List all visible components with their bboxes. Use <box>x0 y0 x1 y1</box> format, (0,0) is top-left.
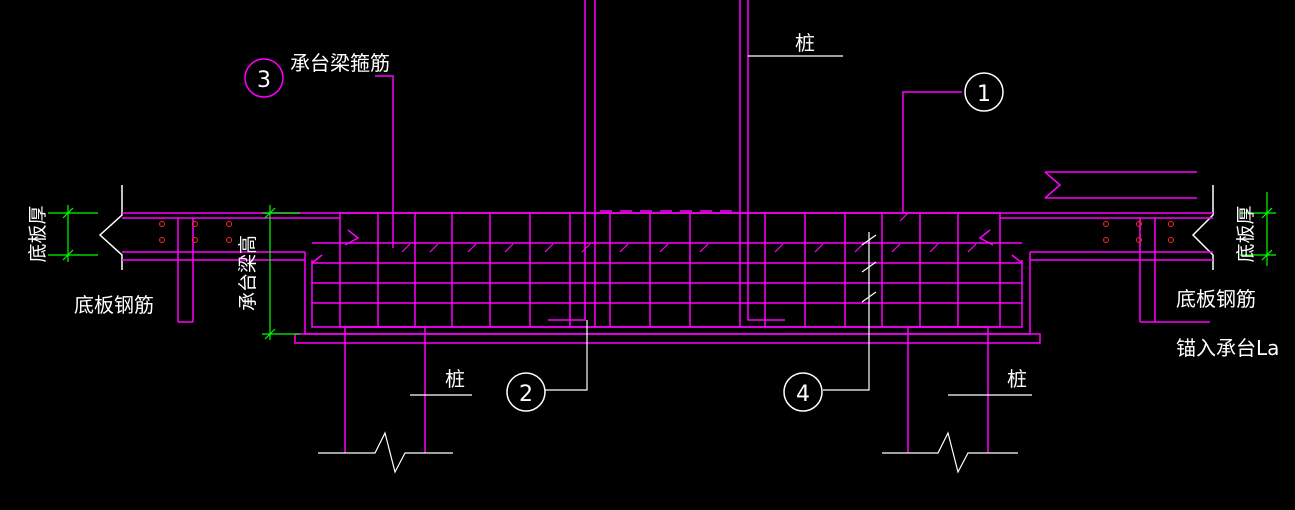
callout-3-number: 3 <box>257 68 271 93</box>
leader-lines <box>318 55 1032 474</box>
slab-thickness-label-left: 底板厚 <box>27 205 49 262</box>
callout-4-circle <box>783 372 823 412</box>
stirrup-label: 承台梁箍筋 <box>290 51 390 75</box>
anchor-label: 锚入承台La <box>1176 336 1279 360</box>
rebar-ticks <box>401 212 977 253</box>
callout-3-circle <box>244 58 284 98</box>
slab-thickness-label-right: 底板厚 <box>1235 205 1257 262</box>
slab-rebar-label-left: 底板钢筋 <box>74 293 154 317</box>
pile-label-right: 桩 <box>1007 367 1027 391</box>
callout-4-number: 4 <box>796 382 810 407</box>
pile-label-left: 桩 <box>445 367 465 391</box>
callout-2-number: 2 <box>519 382 533 407</box>
callout-1-circle <box>964 72 1004 112</box>
callout-1-number: 1 <box>977 82 991 107</box>
pile-label-top: 桩 <box>795 31 815 55</box>
cap-beam-height-label: 承台梁高 <box>237 235 259 311</box>
callout-2-circle <box>506 372 546 412</box>
dimension-lines <box>48 192 1276 340</box>
slab-rebar-label-right: 底板钢筋 <box>1176 287 1256 311</box>
rebar-dots <box>159 221 1174 243</box>
rebar-lines <box>122 0 1213 453</box>
